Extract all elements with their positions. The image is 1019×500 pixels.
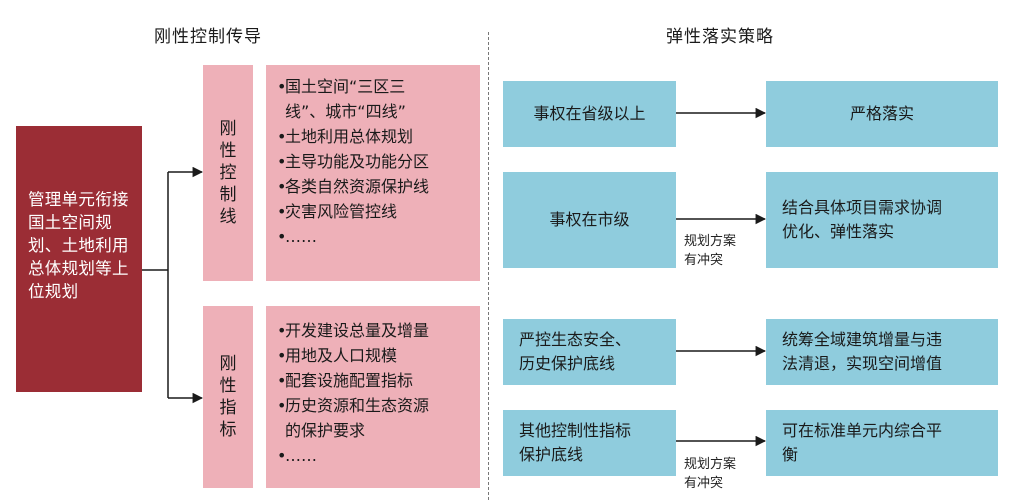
list-item: •各类自然资源保护线 bbox=[277, 177, 430, 196]
rigid-lines-list: •国土空间“三区三 线”、城市“四线” •土地利用总体规划 •主导功能及功能分区… bbox=[266, 65, 480, 281]
strategy-2-conflict-note: 规划方案 有冲突 bbox=[684, 234, 737, 268]
strategy-2-action: 结合具体项目需求协调 优化、弹性落实 bbox=[766, 172, 998, 268]
rigid-indicators-label: 刚 性 指 标 bbox=[219, 354, 237, 440]
strategy-1-action: 严格落实 bbox=[766, 81, 998, 147]
rigid-lines-label-box: 刚 性 控 制 线 bbox=[203, 65, 253, 281]
list-item-continuation: 线”、城市“四线” bbox=[285, 102, 406, 121]
list-item: •土地利用总体规划 bbox=[277, 127, 414, 146]
list-item: •用地及人口规模 bbox=[277, 346, 398, 365]
strategy-4-action: 可在标准单元内综合平 衡 bbox=[766, 410, 998, 476]
source-box: 管理单元衔接国土空间规划、土地利用总体规划等上位规划 bbox=[16, 126, 142, 392]
list-item: •…… bbox=[277, 227, 317, 246]
list-item: •开发建设总量及增量 bbox=[277, 321, 430, 340]
rigid-indicators-label-box: 刚 性 指 标 bbox=[203, 306, 253, 488]
strategy-2-condition: 事权在市级 bbox=[503, 172, 676, 268]
dashed-divider bbox=[488, 32, 489, 500]
list-item: •历史资源和生态资源 bbox=[277, 396, 430, 415]
strategy-1-condition: 事权在省级以上 bbox=[503, 81, 676, 147]
list-item: •灾害风险管控线 bbox=[277, 202, 398, 221]
strategy-4-conflict-note: 规划方案 有冲突 bbox=[684, 457, 737, 491]
rigid-indicators-list: •开发建设总量及增量 •用地及人口规模 •配套设施配置指标 •历史资源和生态资源… bbox=[266, 306, 480, 488]
list-item: •配套设施配置指标 bbox=[277, 371, 414, 390]
list-item: •…… bbox=[277, 446, 317, 465]
list-item-continuation: 的保护要求 bbox=[285, 421, 366, 440]
strategy-4-condition: 其他控制性指标 保护底线 bbox=[503, 410, 676, 476]
strategy-3-condition: 严控生态安全、 历史保护底线 bbox=[503, 319, 676, 385]
rigid-lines-label: 刚 性 控 制 线 bbox=[219, 119, 237, 227]
heading-flexible-strategy: 弹性落实策略 bbox=[666, 27, 774, 47]
heading-rigid-control: 刚性控制传导 bbox=[154, 27, 262, 47]
list-item: •主导功能及功能分区 bbox=[277, 152, 430, 171]
strategy-3-action: 统筹全域建筑增量与违 法清退，实现空间增值 bbox=[766, 319, 998, 385]
list-item: •国土空间“三区三 bbox=[277, 77, 406, 96]
